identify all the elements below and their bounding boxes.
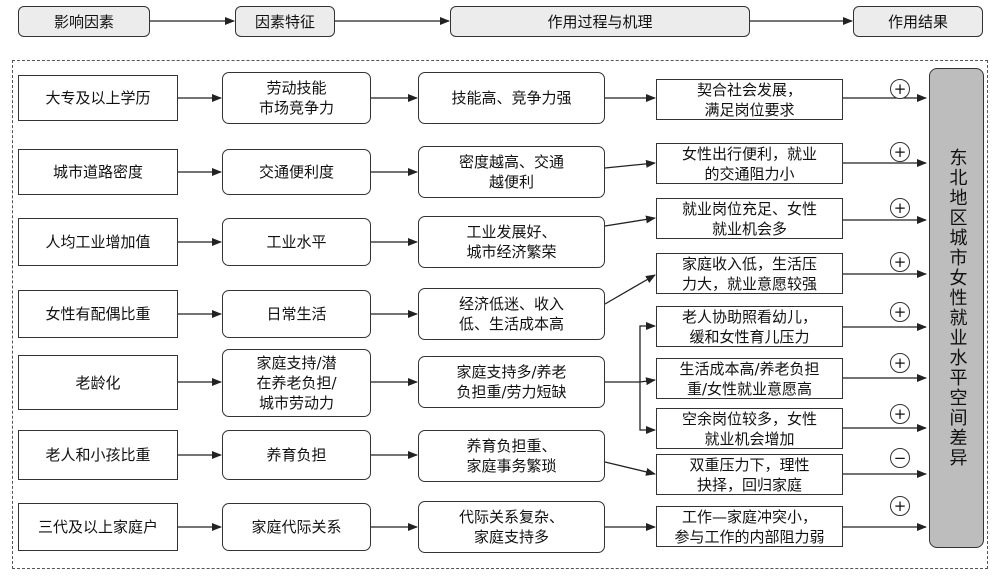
positive-sign-icon: + (890, 198, 910, 218)
feature-box: 家庭代际关系 (222, 503, 371, 551)
result-text: 东北地区城市女性就业水平空间差异 (946, 148, 968, 468)
factor-box: 三代及以上家庭户 (18, 503, 178, 551)
outcome-box: 就业岗位充足、女性 就业机会多 (656, 198, 843, 239)
process-box: 技能高、竞争力强 (418, 72, 605, 124)
factor-box: 老人和小孩比重 (18, 430, 178, 480)
outcome-box: 老人协助照看幼儿， 缓和女性育儿压力 (656, 306, 843, 347)
factor-box: 女性有配偶比重 (18, 290, 178, 338)
factor-box: 大专及以上学历 (18, 75, 178, 121)
outcome-box: 双重压力下，理性 抉择，回归家庭 (656, 454, 843, 495)
process-box: 密度越高、交通 越便利 (418, 146, 605, 198)
result-box: 东北地区城市女性就业水平空间差异 (929, 68, 984, 548)
outcome-box: 生活成本高/养老负担 重/女性就业意愿高 (656, 358, 843, 399)
outcome-box: 契合社会发展， 满足岗位要求 (656, 79, 843, 120)
positive-sign-icon: + (890, 252, 910, 272)
header-factors: 影响因素 (18, 6, 150, 37)
process-box: 家庭支持多/养老 负担重/劳力短缺 (418, 356, 605, 408)
feature-box: 日常生活 (222, 290, 371, 338)
outcome-box: 空余岗位较多，女性 就业机会增加 (656, 408, 843, 449)
process-box: 养育负担重、 家庭事务繁琐 (418, 430, 605, 482)
feature-box: 工业水平 (222, 218, 371, 266)
feature-box: 家庭支持/潜 在养老负担/ 城市劳动力 (222, 349, 371, 417)
header-features: 因素特征 (235, 6, 335, 37)
process-box: 经济低迷、收入 低、生活成本高 (418, 288, 605, 340)
negative-sign-icon: − (890, 448, 910, 468)
positive-sign-icon: + (890, 353, 910, 373)
positive-sign-icon: + (890, 496, 910, 516)
feature-box: 劳动技能 市场竞争力 (222, 72, 371, 124)
process-box: 代际关系复杂、 家庭支持多 (418, 501, 605, 553)
header-result: 作用结果 (853, 6, 983, 37)
process-box: 工业发展好、 城市经济繁荣 (418, 216, 605, 268)
positive-sign-icon: + (890, 79, 910, 99)
outcome-box: 家庭收入低，生活压 力大，就业意愿较强 (656, 253, 843, 294)
feature-box: 养育负担 (222, 430, 371, 480)
factor-box: 人均工业增加值 (18, 218, 178, 266)
feature-box: 交通便利度 (222, 149, 371, 195)
outcome-box: 工作—家庭冲突小， 参与工作的内部阻力弱 (656, 506, 843, 547)
dashed-frame (12, 60, 988, 569)
positive-sign-icon: + (890, 404, 910, 424)
positive-sign-icon: + (890, 302, 910, 322)
positive-sign-icon: + (890, 142, 910, 162)
factor-box: 老龄化 (18, 355, 178, 410)
factor-box: 城市道路密度 (18, 149, 178, 195)
outcome-box: 女性出行便利，就业 的交通阻力小 (656, 143, 843, 184)
header-process: 作用过程与机理 (450, 6, 750, 37)
